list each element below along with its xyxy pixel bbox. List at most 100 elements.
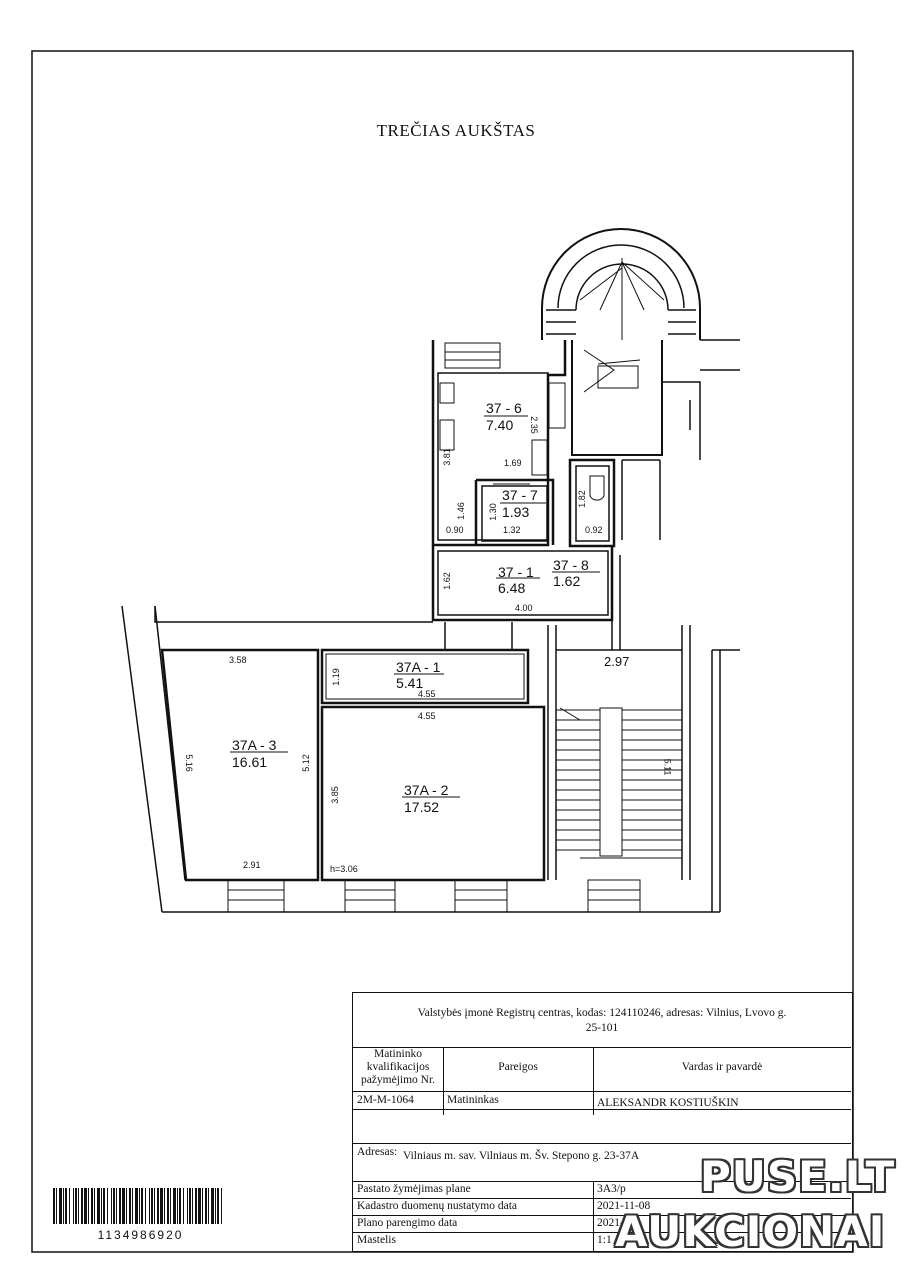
col-cert-line-1: Matininko bbox=[374, 1048, 422, 1060]
barcode-bar bbox=[195, 1188, 197, 1224]
barcode-bar bbox=[183, 1188, 184, 1224]
cert-number: 2M-M-1064 bbox=[357, 1094, 414, 1106]
dim-092: 0.92 bbox=[585, 525, 603, 535]
dim-130: 1.30 bbox=[487, 503, 498, 521]
dim-119: 1.19 bbox=[330, 668, 341, 686]
barcode bbox=[53, 1188, 222, 1224]
row-plan-date-label: Plano parengimo data bbox=[357, 1217, 458, 1229]
row-cadastre-label: Kadastro duomenų nustatymo data bbox=[357, 1200, 518, 1212]
room-label-37-1: 37 - 1 bbox=[498, 564, 534, 580]
barcode-bar bbox=[113, 1188, 115, 1224]
dim-182: 1.82 bbox=[576, 490, 587, 508]
barcode-bar bbox=[132, 1188, 133, 1224]
dim-385: 3.85 bbox=[329, 786, 340, 804]
surveyor-name: ALEKSANDR KOSTIUŠKIN bbox=[597, 1097, 739, 1109]
dim-455b: 4.55 bbox=[418, 711, 436, 721]
dim-162: 1.62 bbox=[441, 572, 452, 590]
barcode-bar bbox=[84, 1188, 87, 1224]
organisation-line-2: 25-101 bbox=[585, 1022, 619, 1034]
watermark-line-1: PUSE.LT bbox=[700, 1152, 896, 1201]
surveyor-role: Matininkas bbox=[447, 1094, 499, 1106]
barcode-bar bbox=[141, 1188, 143, 1224]
dim-235: 2.35 bbox=[528, 416, 539, 434]
row-building-label: Pastato žymėjimas plane bbox=[357, 1183, 471, 1195]
barcode-bar bbox=[81, 1188, 83, 1224]
room-area-37-1: 6.48 bbox=[498, 580, 526, 596]
barcode-bar bbox=[116, 1188, 117, 1224]
barcode-bar bbox=[101, 1188, 102, 1224]
barcode-bar bbox=[177, 1188, 178, 1224]
barcode-bar bbox=[154, 1188, 155, 1224]
address-value: Vilniaus m. sav. Vilniaus m. Šv. Stepono… bbox=[403, 1150, 640, 1162]
dim-090: 0.90 bbox=[446, 525, 464, 535]
barcode-bar bbox=[189, 1188, 191, 1224]
barcode-bar bbox=[217, 1188, 219, 1224]
barcode-bar bbox=[53, 1188, 55, 1224]
barcode-bar bbox=[221, 1188, 222, 1224]
title-block: Valstybės įmonė Registrų centras, kodas:… bbox=[352, 992, 853, 1252]
barcode-bar bbox=[94, 1188, 95, 1224]
barcode-bar bbox=[149, 1188, 150, 1224]
col-cert-line-2: kvalifikacijos bbox=[366, 1061, 430, 1073]
row-cadastre-value: 2021-11-08 bbox=[597, 1200, 651, 1212]
barcode-bar bbox=[103, 1188, 105, 1224]
organisation-line-1: Valstybės įmonė Registrų centras, kodas:… bbox=[417, 1007, 787, 1019]
room-area-37a-1: 5.41 bbox=[396, 675, 424, 691]
barcode-bar bbox=[97, 1188, 100, 1224]
barcode-bar bbox=[170, 1188, 171, 1224]
barcode-bar bbox=[211, 1188, 214, 1224]
row-plan-date-value: 2021-1 bbox=[597, 1217, 630, 1229]
barcode-bar bbox=[205, 1188, 207, 1224]
barcode-bar bbox=[88, 1188, 89, 1224]
room-label-37a-1: 37A - 1 bbox=[396, 659, 441, 675]
dim-297: 2.97 bbox=[604, 654, 630, 669]
barcode-bar bbox=[173, 1188, 176, 1224]
barcode-bar bbox=[208, 1188, 209, 1224]
watermark-line-2: AUKCIONAI bbox=[615, 1207, 886, 1256]
room-label-37a-3: 37A - 3 bbox=[232, 737, 277, 753]
barcode-bar bbox=[192, 1188, 193, 1224]
barcode-number: 1134986920 bbox=[97, 1228, 184, 1242]
address-label: Adresas: bbox=[357, 1146, 398, 1158]
room-area-37-6: 7.40 bbox=[486, 417, 514, 433]
room-height: h=3.06 bbox=[330, 864, 358, 874]
barcode-bar bbox=[56, 1188, 57, 1224]
room-area-37-8: 1.62 bbox=[553, 573, 581, 589]
dim-455a: 4.55 bbox=[418, 689, 436, 699]
dim-358: 3.58 bbox=[229, 655, 247, 665]
barcode-bar bbox=[179, 1188, 181, 1224]
barcode-bar bbox=[164, 1188, 165, 1224]
barcode-bar bbox=[145, 1188, 146, 1224]
col-cert-line-3: pažymėjimo Nr. bbox=[360, 1074, 436, 1086]
barcode-bar bbox=[78, 1188, 79, 1224]
barcode-bar bbox=[198, 1188, 201, 1224]
dim-511: 5.11 bbox=[662, 758, 673, 776]
barcode-bar bbox=[157, 1188, 159, 1224]
barcode-bar bbox=[59, 1188, 62, 1224]
room-label-37-8: 37 - 8 bbox=[553, 557, 589, 573]
barcode-bar bbox=[129, 1188, 131, 1224]
row-scale-value: 1:1 bbox=[597, 1234, 612, 1246]
barcode-bar bbox=[119, 1188, 121, 1224]
barcode-bar bbox=[122, 1188, 125, 1224]
room-area-37a-2: 17.52 bbox=[404, 799, 440, 815]
dim-512: 5.12 bbox=[300, 754, 311, 772]
barcode-bar bbox=[151, 1188, 153, 1224]
barcode-bar bbox=[202, 1188, 203, 1224]
barcode-bar bbox=[107, 1188, 108, 1224]
dim-169: 1.69 bbox=[504, 458, 522, 468]
barcode-bar bbox=[73, 1188, 74, 1224]
barcode-bar bbox=[126, 1188, 127, 1224]
barcode-bar bbox=[69, 1188, 70, 1224]
barcode-bar bbox=[63, 1188, 64, 1224]
barcode-bar bbox=[65, 1188, 67, 1224]
barcode-bar bbox=[215, 1188, 216, 1224]
room-area-37-7: 1.93 bbox=[502, 504, 530, 520]
col-name: Vardas ir pavardė bbox=[681, 1061, 763, 1073]
barcode-bar bbox=[135, 1188, 138, 1224]
room-label-37-6: 37 - 6 bbox=[486, 400, 522, 416]
barcode-bar bbox=[91, 1188, 93, 1224]
barcode-bar bbox=[75, 1188, 77, 1224]
dim-291: 2.91 bbox=[243, 860, 261, 870]
